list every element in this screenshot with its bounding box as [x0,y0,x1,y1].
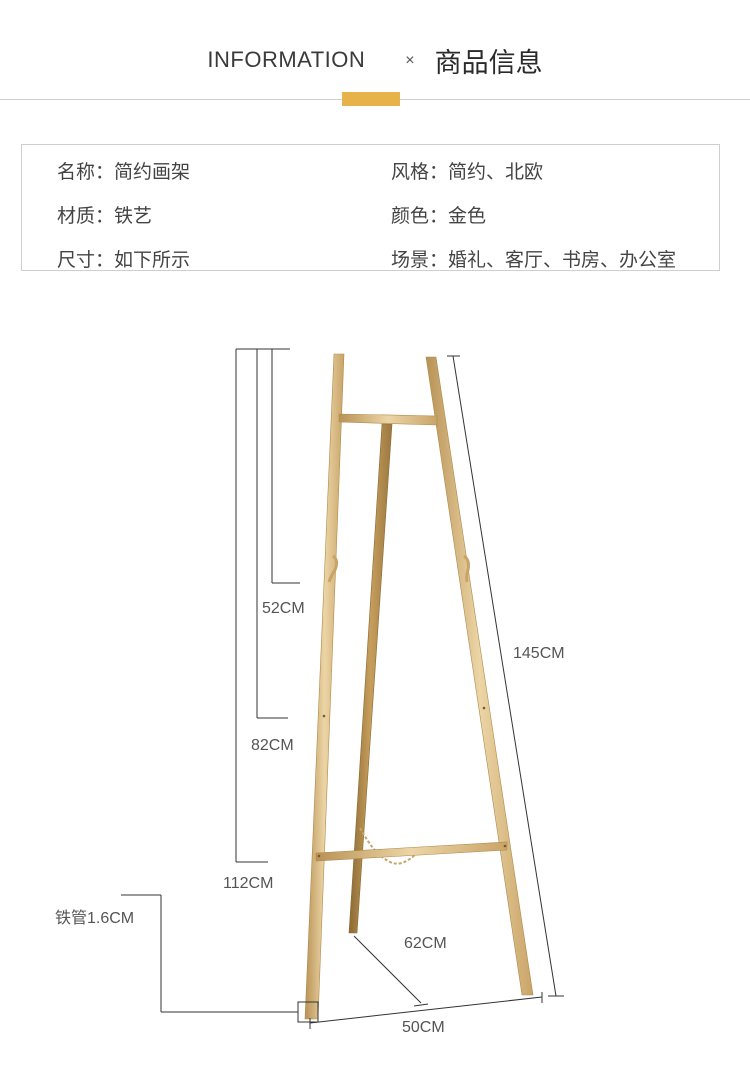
safety-chain [359,827,419,865]
info-name: 名称：简约画架 [57,161,191,183]
header-accent-bar [342,92,400,106]
header-separator: × [405,52,415,69]
left-hook [327,554,339,583]
info-scene: 场景：婚礼、客厅、书房、办公室 [391,249,677,271]
info-material: 材质：铁艺 [57,205,153,227]
label-52cm: 52CM [262,600,305,617]
canvas-ledge [315,841,508,862]
header-title-en: INFORMATION [207,47,366,72]
product-info-box: 名称：简约画架 风格：简约、北欧 材质：铁艺 颜色：金色 尺寸：如下所示 场景：… [21,144,720,271]
label-112cm: 112CM [223,875,273,892]
label-tube: 铁管1.6CM [55,909,134,927]
right-hook [463,554,470,583]
info-size: 尺寸：如下所示 [57,249,191,271]
rear-leg [348,423,393,934]
label-62cm: 62CM [404,935,447,952]
top-crossbar [338,413,438,426]
label-145cm: 145CM [513,645,565,662]
front-right-leg [425,356,534,996]
dimension-lines [121,348,564,1029]
label-82cm: 82CM [251,737,294,754]
front-left-leg [304,353,345,1020]
label-50cm: 50CM [402,1019,445,1036]
info-color: 颜色：金色 [391,205,487,227]
info-style: 风格：简约、北欧 [391,161,544,183]
section-header: INFORMATION × 商品信息 [0,40,750,80]
header-title-cn: 商品信息 [434,47,543,79]
